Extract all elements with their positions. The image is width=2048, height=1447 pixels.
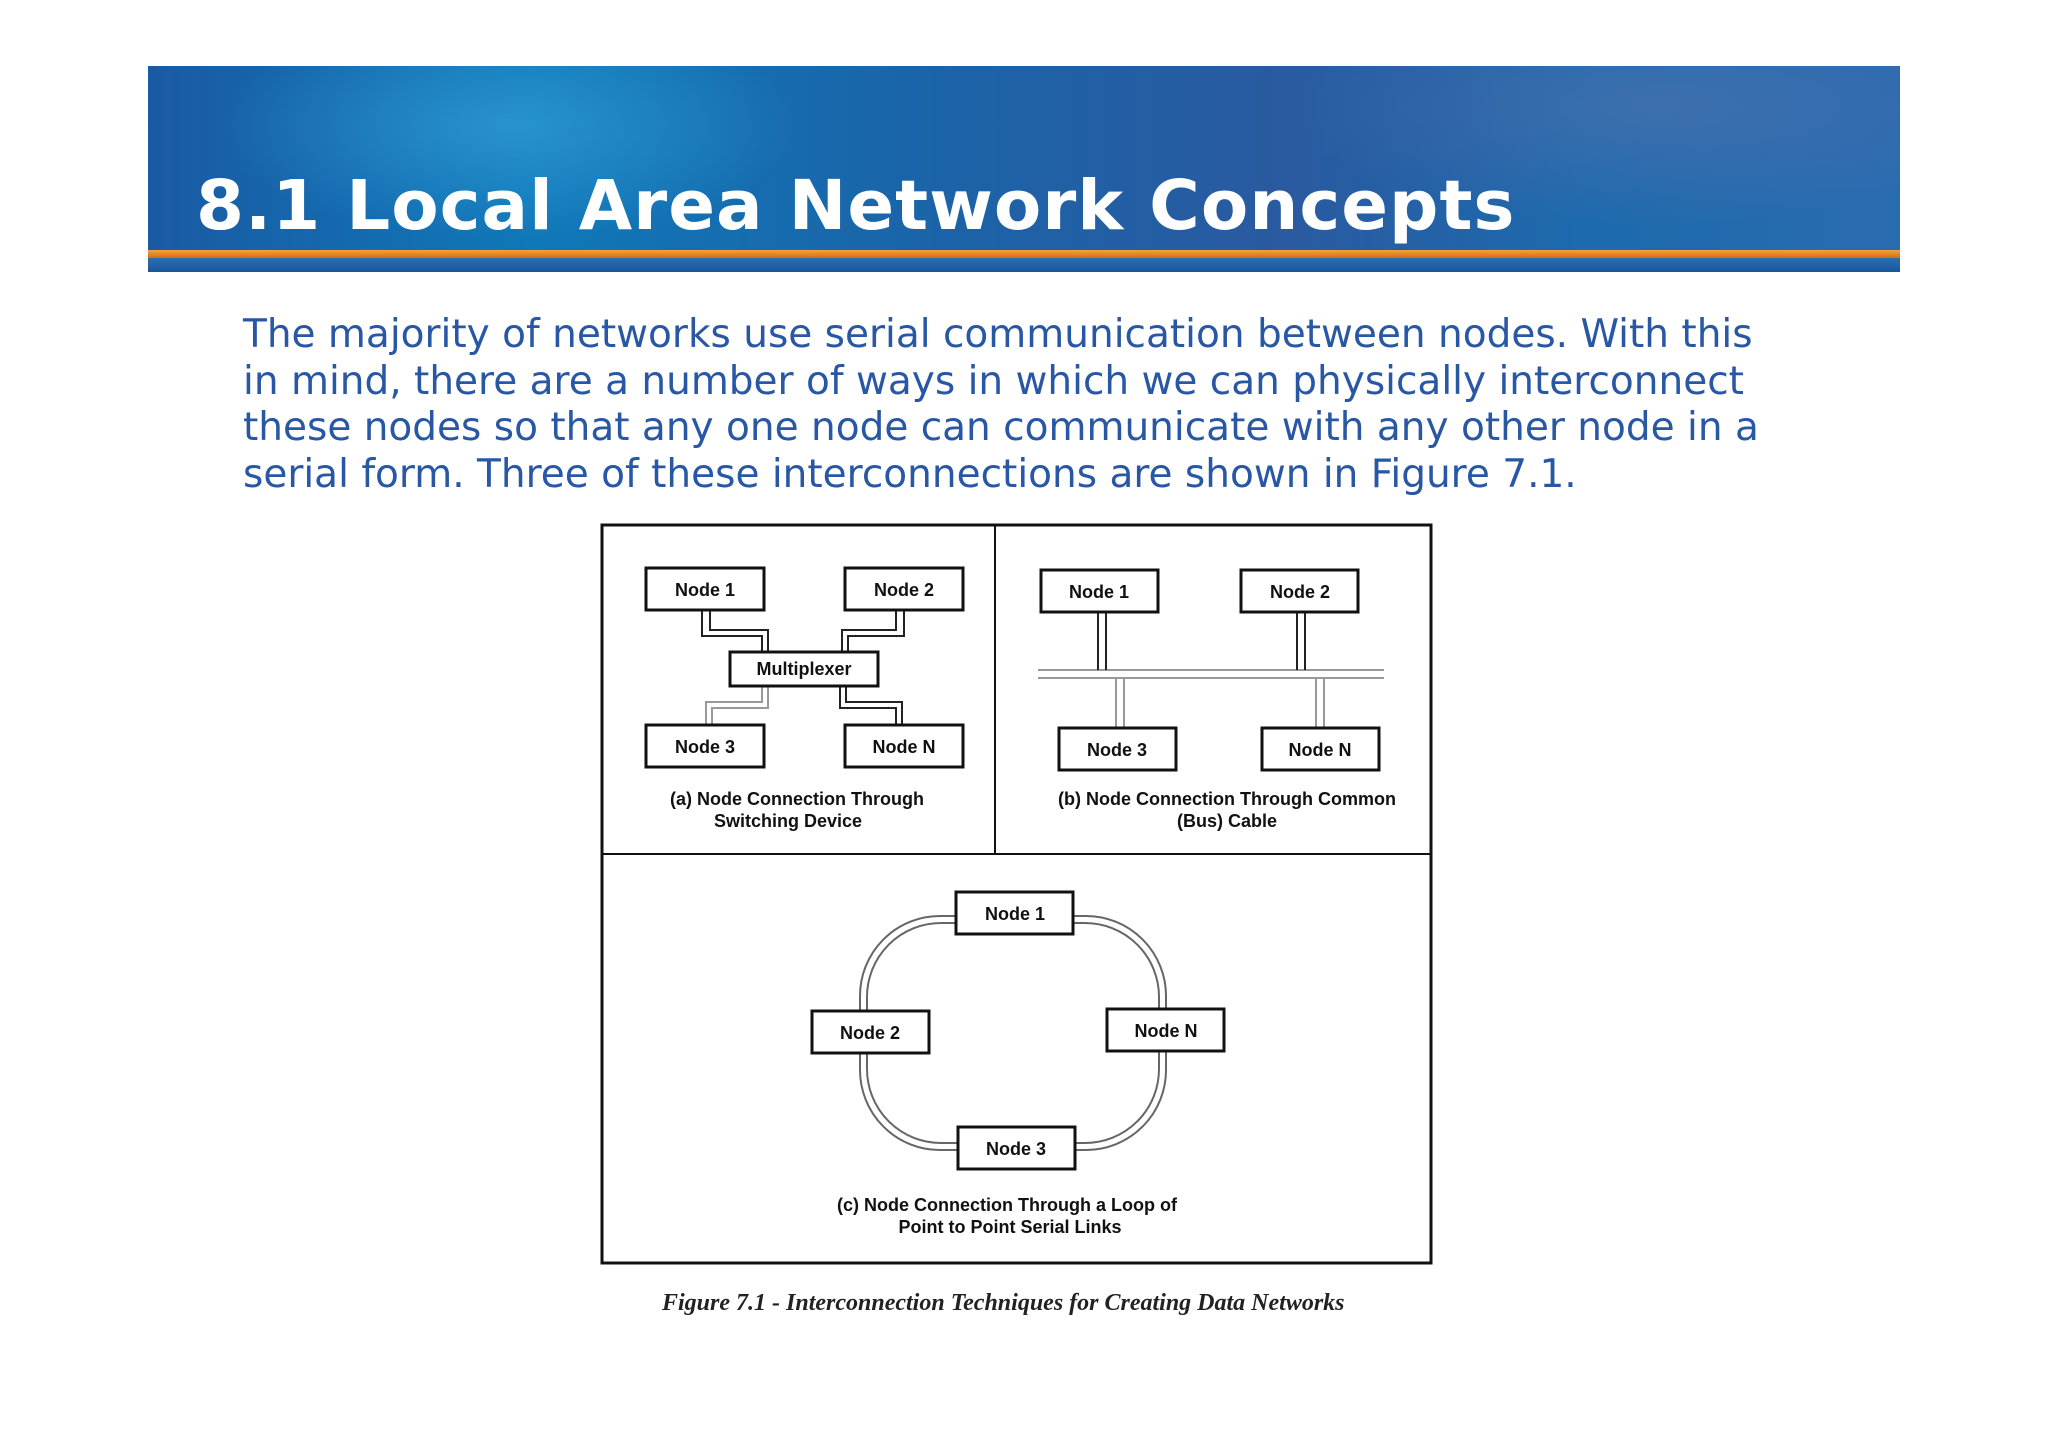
figure-caption: Figure 7.1 - Interconnection Techniques … (662, 1290, 1345, 1316)
panel-c-node-n-box (1105, 1007, 1226, 1053)
panel-a-node-3-box (644, 723, 766, 769)
panel-b-node-3-label: Node 3 (1087, 740, 1147, 760)
panel-b-node-1-label: Node 1 (1069, 582, 1129, 602)
panel-c-caption-line-2: Point to Point Serial Links (898, 1217, 1121, 1237)
panel-c-node-1-label: Node 1 (985, 904, 1045, 924)
paragraph-line: The majority of networks use serial comm… (243, 312, 1753, 357)
banner-accent-stripe (148, 250, 1900, 258)
panel-c-node-1-box (954, 890, 1075, 936)
panel-c-node-2-label: Node 2 (840, 1023, 900, 1043)
paragraph-line: serial form. Three of these interconnect… (243, 451, 1577, 497)
panel-c-node-2-box (810, 1009, 931, 1055)
panel-b-node-2-label: Node 2 (1270, 582, 1330, 602)
panel-b-caption-line-2: (Bus) Cable (1177, 811, 1277, 831)
panel-a-node-1-box (644, 566, 766, 612)
panel-b-node-1-box (1039, 568, 1160, 614)
panel-b-node-2-box (1239, 568, 1360, 614)
panel-a-node-3-label: Node 3 (675, 737, 735, 757)
paragraph-line: in mind, there are a number of ways in w… (243, 358, 1744, 404)
panel-b-node-3-box (1057, 726, 1178, 772)
panel-b-node-n-box (1260, 726, 1381, 772)
panel-a-switching: Node 1 Node 2 Multiplexer Node 3 Node N … (644, 566, 965, 831)
panel-c-node-3-label: Node 3 (986, 1139, 1046, 1159)
panel-a-node-n-label: Node N (873, 737, 936, 757)
panel-b-node-n-label: Node N (1289, 740, 1352, 760)
panel-a-node-1-label: Node 1 (675, 580, 735, 600)
multiplexer-box (728, 650, 880, 688)
multiplexer-label: Multiplexer (756, 659, 851, 679)
panel-a-node-2-label: Node 2 (874, 580, 934, 600)
panel-a-caption-line-2: Switching Device (714, 811, 862, 831)
panel-a-node-2-box (843, 566, 965, 612)
panel-a-caption-line-1: (a) Node Connection Through (670, 789, 924, 809)
paragraph-line: these nodes so that any one node can com… (243, 405, 1759, 450)
panel-c-node-n-label: Node N (1135, 1021, 1198, 1041)
banner-bottom-stripe (148, 258, 1900, 272)
slide-paragraph: The majority of networks use serial comm… (243, 312, 1863, 498)
figure-frame (600, 523, 1433, 1265)
panel-b-caption-line-1: (b) Node Connection Through Common (1058, 789, 1396, 809)
panel-b-bus: Node 1 Node 2 Node 3 Node N (b) Node Con… (1038, 568, 1396, 831)
slide-title: 8.1 Local Area Network Concepts (196, 166, 1516, 246)
title-banner: 8.1 Local Area Network Concepts (148, 66, 1900, 250)
panel-c-loop: Node 1 Node 2 Node N Node 3 (c) Node Con… (810, 890, 1226, 1237)
panel-a-node-n-box (843, 723, 965, 769)
panel-c-caption-line-1: (c) Node Connection Through a Loop of (837, 1195, 1178, 1215)
panel-c-node-3-box (956, 1125, 1077, 1171)
